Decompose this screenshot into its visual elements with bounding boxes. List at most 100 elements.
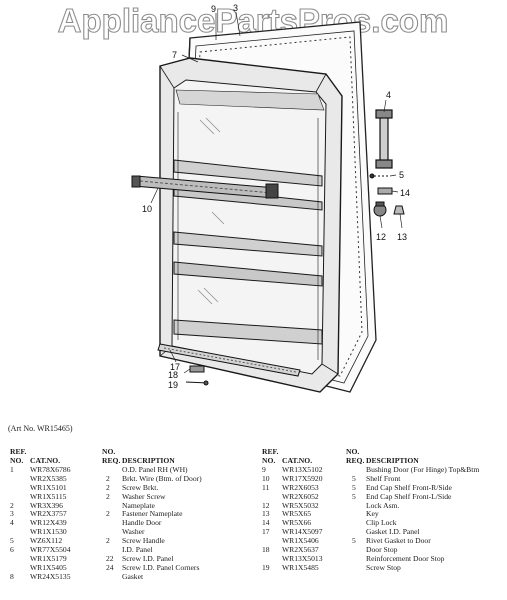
ref-number: 5 — [10, 536, 14, 546]
catalog-number: WR5X65 — [282, 509, 312, 519]
part-description: Handle Door — [122, 518, 162, 528]
callout-19: 19 — [168, 380, 178, 390]
header-description: DESCRIPTION — [122, 456, 175, 465]
catalog-number: WR17X5920 — [282, 473, 323, 483]
part-description: I.D. Panel — [122, 545, 153, 555]
parts-row: WR1X5179 22 Screw I.D. Panel — [10, 553, 250, 564]
parts-row: 13 WR5X65 Key — [262, 510, 502, 519]
parts-row: 8 WR24X5135 Gasket — [10, 571, 250, 582]
catalog-number: WR1X5101 — [30, 482, 67, 492]
callout-17: 17 — [170, 362, 180, 372]
callout-7: 7 — [172, 50, 177, 60]
header-ref: REF. — [262, 447, 279, 456]
callout-5: 5 — [399, 170, 404, 180]
clip-lock — [377, 187, 393, 195]
qty-required: 2 — [106, 482, 110, 492]
qty-required: 2 — [106, 473, 110, 483]
qty-required: 22 — [106, 553, 114, 563]
ref-number: 9 — [262, 465, 266, 474]
catalog-number: WR13X5102 — [282, 465, 323, 474]
part-description: Bushing Door (For Hinge) Top&Btm — [366, 465, 480, 474]
parts-row: 9 WR13X5102 Bushing Door (For Hinge) Top&B… — [262, 465, 502, 475]
parts-rows-right: 9 WR13X5102 Bushing Door (For Hinge) Top&B… — [262, 465, 502, 573]
ref-number: 12 — [262, 500, 270, 510]
part-description: Gasket — [122, 571, 144, 581]
callout-14: 14 — [400, 188, 410, 198]
ref-number: 4 — [10, 518, 14, 528]
catalog-number: WR1X5485 — [282, 562, 319, 572]
parts-row: 11 WR2X6053 5 End Cap Shelf Front-R/Side — [262, 482, 502, 493]
qty-required: 2 — [106, 536, 110, 546]
header-description: DESCRIPTION — [366, 456, 419, 465]
part-description: Shelf Front — [366, 473, 401, 483]
ref-number: 13 — [262, 509, 270, 519]
ref-number: 8 — [10, 571, 14, 581]
qty-required: 24 — [106, 562, 114, 572]
part-description: Rivet Gasket to Door — [366, 536, 431, 546]
catalog-number: WR14X5097 — [282, 527, 323, 537]
header-no-top: NO. — [346, 447, 360, 456]
callout-13: 13 — [397, 232, 407, 242]
watermark: AppliancePartsPros.com — [58, 2, 449, 39]
qty-required: 5 — [352, 536, 356, 546]
key — [393, 205, 405, 215]
ref-number: 10 — [262, 473, 270, 483]
panel-reflections — [197, 117, 225, 305]
handle-door — [375, 109, 393, 169]
header-no: NO. — [262, 456, 276, 465]
parts-row: 4 WR12X439 Handle Door — [10, 518, 250, 528]
callout-12: 12 — [376, 232, 386, 242]
part-description: Screw I.D. Panel — [122, 553, 174, 563]
header-ref: REF. — [10, 447, 27, 456]
header-req: REQ. — [346, 456, 365, 465]
catalog-number: WZ6X112 — [30, 536, 63, 546]
callout-9: 9 — [211, 4, 216, 14]
ref-number: 14 — [262, 518, 270, 528]
table-header: NO. CAT.NO. REQ. DESCRIPTION — [10, 456, 250, 466]
part-description: Reinforcement Door Stop — [366, 553, 445, 563]
catalog-number: WR5X66 — [282, 518, 312, 528]
qty-required: 2 — [106, 491, 110, 501]
header-no: NO. — [10, 456, 24, 465]
catalog-number: WR1X5179 — [30, 553, 67, 563]
door-stop — [185, 365, 209, 386]
callout-18: 18 — [168, 370, 178, 380]
exploded-door-diagram: AppliancePartsPros.com — [57, 1, 449, 393]
part-description: Key — [366, 509, 379, 519]
catalog-number: WR13X5013 — [282, 553, 323, 563]
part-description: End Cap Shelf Front-R/Side — [366, 482, 452, 492]
part-description: Screw I.D. Panel Corners — [122, 562, 200, 572]
lock-assembly — [373, 201, 387, 217]
qty-required: 2 — [106, 509, 110, 519]
ref-number: 11 — [262, 482, 270, 492]
catalog-number: WR24X5135 — [30, 571, 71, 581]
part-description: Gasket I.D. Panel — [366, 527, 420, 537]
catalog-number: WR78X6786 — [30, 465, 71, 474]
ref-number: 3 — [10, 509, 14, 519]
catalog-number: WR1X5115 — [30, 491, 67, 501]
art-number: (Art No. WR15465) — [8, 424, 73, 433]
part-description: Fastener Nameplate — [122, 509, 183, 519]
catalog-number: WR12X439 — [30, 518, 67, 528]
part-description: Screw Brkt. — [122, 482, 159, 492]
parts-row: WR13X5013 Reinforcement Door Stop — [262, 553, 502, 564]
shelf-front-bar — [131, 175, 279, 199]
catalog-number: WR77X5504 — [30, 545, 71, 555]
catalog-number: WR2X5385 — [30, 473, 67, 483]
catalog-number: WR2X5637 — [282, 545, 319, 555]
table-header-top: REF. NO. — [262, 447, 502, 457]
catalog-number: WR2X6053 — [282, 482, 319, 492]
part-description: Washer — [122, 527, 145, 537]
qty-required: 5 — [352, 482, 356, 492]
